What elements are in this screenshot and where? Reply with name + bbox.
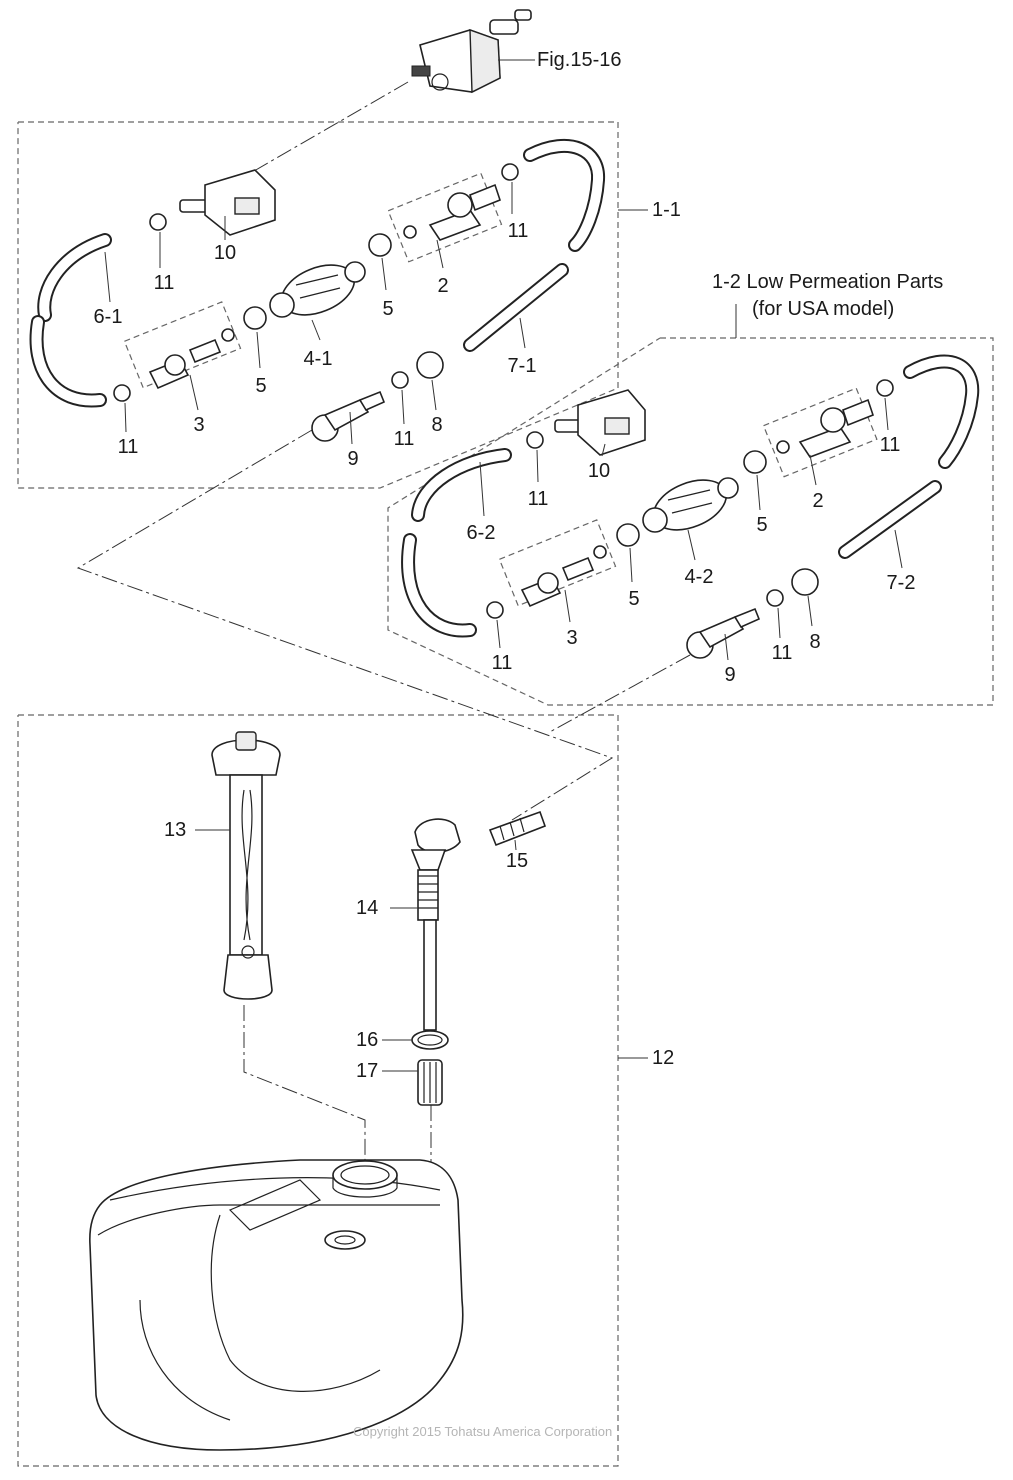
callout-10: 10 xyxy=(213,242,237,264)
group-box-1-2 xyxy=(387,337,994,706)
callout-16: 16 xyxy=(356,1029,379,1051)
callout-7-2: 7-2 xyxy=(886,572,916,594)
callout-14: 14 xyxy=(356,897,379,919)
callout-2: 2 xyxy=(437,275,449,297)
callout-11: 11 xyxy=(507,220,529,242)
hose-6-1 xyxy=(29,233,112,408)
washers-group-1-2 xyxy=(486,379,894,619)
fuel-tank xyxy=(89,1159,464,1451)
connector-2-1-1 xyxy=(387,172,503,263)
fuel-gauge-13 xyxy=(211,731,281,1000)
callout-4-2: 4-2 xyxy=(684,566,714,588)
o-ring-16 xyxy=(411,1030,449,1050)
callout-11: 11 xyxy=(153,272,175,294)
callout-11: 11 xyxy=(491,652,513,674)
callout-6-2: 6-2 xyxy=(466,522,496,544)
assembly-chain-line-2 xyxy=(547,654,691,734)
group-box-12 xyxy=(17,714,619,1467)
connector-3-1-1 xyxy=(123,301,242,390)
callout-17: 17 xyxy=(356,1060,379,1082)
callout-11: 11 xyxy=(771,642,793,664)
elbow-fitting-15 xyxy=(488,810,547,847)
callout-3: 3 xyxy=(566,627,578,649)
callout-2: 2 xyxy=(812,490,824,512)
engine-connector-part xyxy=(411,9,535,94)
assembly-chain-line xyxy=(76,429,614,821)
callout-9: 9 xyxy=(724,664,736,686)
suction-pipe-14 xyxy=(410,818,461,1031)
callout-5: 5 xyxy=(756,514,768,536)
group-note-usa: (for USA model) xyxy=(752,298,895,320)
callout-3: 3 xyxy=(193,414,205,436)
copyright-notice: Copyright 2015 Tohatsu America Corporati… xyxy=(353,1424,613,1439)
hose-7-1 xyxy=(463,139,606,352)
hose-6-2 xyxy=(401,448,512,638)
connector-chain-line xyxy=(234,81,409,183)
callout-5: 5 xyxy=(255,375,267,397)
group-label-1-2: 1-2 Low Permeation Parts xyxy=(712,271,944,293)
callout-11: 11 xyxy=(393,428,415,450)
callout-6-1: 6-1 xyxy=(93,306,123,328)
callout-9: 9 xyxy=(347,448,359,470)
group-label-1-1: 1-1 xyxy=(652,199,681,221)
fitting-9-1-2 xyxy=(686,607,761,659)
callout-8: 8 xyxy=(431,414,443,436)
callout-7-1: 7-1 xyxy=(507,355,537,377)
vent-part-10-b xyxy=(554,389,646,456)
primer-bulb-4-1 xyxy=(269,261,366,318)
callout-11: 11 xyxy=(879,434,901,456)
callout-11: 11 xyxy=(527,488,549,510)
figure-reference: Fig.15-16 xyxy=(537,49,622,71)
gauge-center-line xyxy=(243,1005,366,1160)
callout-11: 11 xyxy=(117,436,139,458)
callout-4-1: 4-1 xyxy=(303,348,333,370)
primer-bulb-4-2 xyxy=(642,477,739,533)
callout-5: 5 xyxy=(382,298,394,320)
leader-lines xyxy=(104,182,903,1072)
callout-15: 15 xyxy=(505,850,529,872)
vent-part-10 xyxy=(179,169,276,236)
filter-17 xyxy=(417,1059,443,1106)
group-label-12: 12 xyxy=(652,1047,675,1069)
hose-7-2 xyxy=(838,354,980,559)
callout-10: 10 xyxy=(587,460,611,482)
callout-5: 5 xyxy=(628,588,640,610)
callout-8: 8 xyxy=(809,631,821,653)
fitting-9-1-1 xyxy=(311,390,386,442)
washers-group-1-1 xyxy=(113,163,519,402)
callout-13: 13 xyxy=(164,819,187,841)
connector-2-1-2 xyxy=(762,387,878,478)
connector-3-1-2 xyxy=(498,519,617,608)
